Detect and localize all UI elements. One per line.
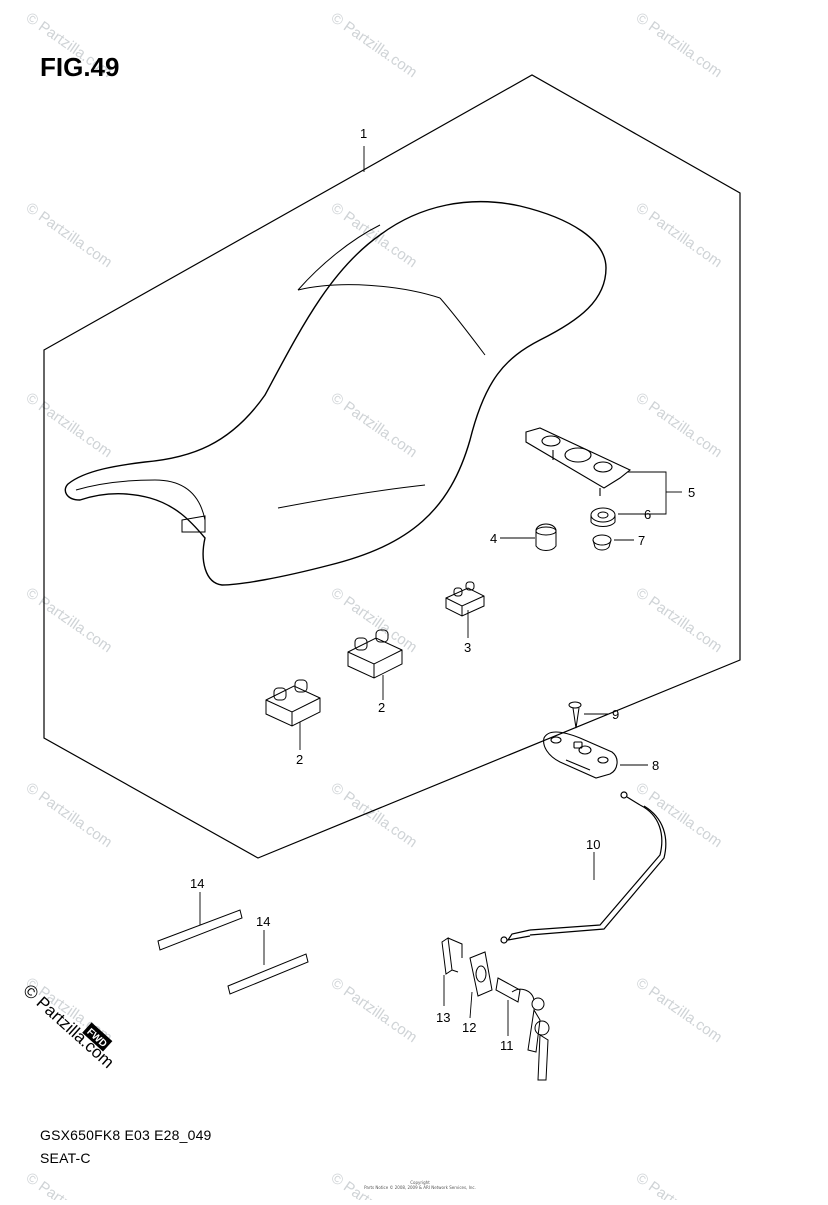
plate-12-illustration	[469, 951, 493, 997]
model-code: GSX650FK8 E03 E28_049	[40, 1127, 212, 1143]
callout-14b: 14	[256, 914, 270, 929]
cushion-3-illustration	[445, 581, 485, 617]
watermark-text: © Partzilla.com	[633, 9, 726, 81]
leader-lines	[199, 146, 682, 1036]
watermark-text: © Partzilla.com	[633, 389, 726, 461]
watermark-text: © Partzilla.com	[328, 9, 421, 81]
watermark-text: © Partzilla.com	[328, 584, 421, 656]
callout-1: 1	[360, 126, 367, 141]
callout-5: 5	[688, 485, 695, 500]
callout-10: 10	[586, 837, 600, 852]
watermark-text: © Partzilla.com	[633, 584, 726, 656]
screw-9-illustration	[568, 701, 582, 729]
seat-illustration	[64, 201, 607, 586]
watermark-text: © Partzilla.com	[328, 389, 421, 461]
cushion-4-illustration	[535, 523, 557, 551]
watermark-text: © Partzilla.com	[23, 584, 116, 656]
watermark-text: © Partzilla.com	[328, 974, 421, 1046]
watermark-text: © Partzilla.com	[23, 389, 116, 461]
callout-2b: 2	[296, 752, 303, 767]
copyright-line-2: Parts Notice © 2008, 2009 & ARI Network …	[364, 1185, 476, 1190]
bracket-illustration	[525, 427, 632, 496]
watermark-text: © Partzilla.com	[328, 779, 421, 851]
partzilla-logo: © Partzilla.com FWD	[19, 980, 117, 1072]
callout-14a: 14	[190, 876, 204, 891]
watermark-text: © Partzilla.com	[633, 199, 726, 271]
watermark-text: © Partzilla.com	[23, 1169, 116, 1200]
copyright-line-1: Copyright	[410, 1180, 430, 1185]
tape-14b-illustration	[227, 953, 309, 995]
fwd-badge-bg	[82, 1022, 113, 1052]
cushion-2a-illustration	[347, 629, 403, 679]
callout-7: 7	[638, 533, 645, 548]
watermark-text: © Partzilla.com	[23, 779, 116, 851]
callout-6: 6	[644, 507, 651, 522]
callout-13: 13	[436, 1010, 450, 1025]
watermark-group: © Partzilla.com © Partzilla.com © Partzill…	[23, 9, 726, 1205]
callout-9: 9	[612, 707, 619, 722]
callout-8: 8	[652, 758, 659, 773]
watermark-text: © Partzilla.com	[633, 779, 726, 851]
callout-11: 11	[500, 1038, 514, 1053]
figure-title: FIG.49	[40, 52, 120, 82]
callout-3: 3	[464, 640, 471, 655]
seat-assembly-boundary	[43, 74, 741, 859]
watermark-text: © Partzilla.com	[23, 199, 116, 271]
tape-14a-illustration	[157, 909, 243, 951]
callout-12: 12	[462, 1020, 476, 1035]
nut-7-illustration	[592, 534, 612, 551]
cushion-2b-illustration	[265, 679, 321, 727]
watermark-text: © Partzilla.com	[633, 974, 726, 1046]
copyright-notice: Copyright Parts Notice © 2008, 2009 & AR…	[340, 1180, 500, 1190]
section-name: SEAT-C	[40, 1150, 91, 1166]
clip-13-illustration	[441, 937, 463, 975]
watermark-text: © Partzilla.com	[633, 1169, 726, 1200]
key-lock-11-illustration	[495, 977, 550, 1081]
callout-4: 4	[490, 531, 497, 546]
nut-6-illustration	[590, 507, 616, 527]
lock-8-illustration	[543, 731, 618, 779]
cable-10-illustration	[500, 791, 667, 944]
callout-labels: 1 2 2 3 4 5 6 7 8 9 10 11 12 13 14 14	[190, 126, 695, 1053]
watermark-text: © Partzilla.com	[328, 199, 421, 271]
callout-2a: 2	[378, 700, 385, 715]
